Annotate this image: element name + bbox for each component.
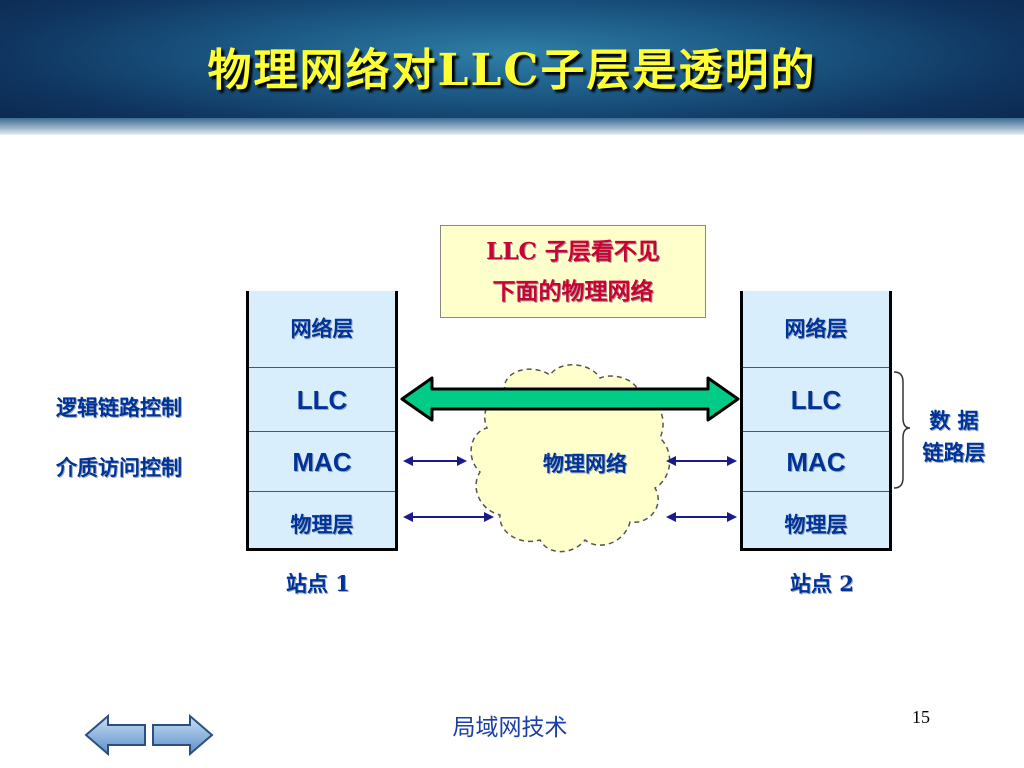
station-2-label: 站点 2 [790,571,854,596]
llc-side-label: 逻辑链路控制 [56,395,182,420]
callout-line-1: LLC 子层看不见 [486,238,660,265]
title-banner [0,0,1024,135]
data-link-label-line-1: 数 据 [929,408,979,433]
physical-network-cloud [470,364,671,553]
data-link-brace [893,371,911,489]
station-2-stack: 网络层 LLC MAC 物理层 [740,291,892,551]
station-2-llc-layer: LLC [790,385,842,415]
station-1-mac-layer: MAC [292,447,352,477]
station-1-physical-layer: 物理层 [290,512,354,537]
data-link-label-line-2: 链路层 [922,440,986,465]
station-1-llc-layer: LLC [296,385,348,415]
arrow-right-nav-icon[interactable] [152,713,214,757]
divider [249,431,395,432]
mac-side-label: 介质访问控制 [56,455,182,480]
cloud-label: 物理网络 [543,451,627,476]
station-2-network-layer: 网络层 [784,316,848,341]
slide-title: 物理网络对LLC子层是透明的 [207,45,817,96]
station-1-network-layer: 网络层 [290,316,354,341]
footer-text: 局域网技术 [452,715,568,741]
page-number: 15 [912,707,930,727]
station-2-mac-layer: MAC [786,447,846,477]
callout-line-2: 下面的物理网络 [492,278,654,305]
station-2-physical-layer: 物理层 [784,512,848,537]
divider [743,491,889,492]
station-1-label: 站点 1 [286,571,350,596]
title-banner-edge [0,118,1024,135]
callout-box: LLC 子层看不见 下面的物理网络 [440,225,706,318]
divider [743,431,889,432]
divider [249,491,395,492]
llc-logical-link-arrow [400,376,740,422]
arrow-left-nav-icon[interactable] [84,713,146,757]
divider [249,367,395,368]
divider [743,367,889,368]
station-1-stack: 网络层 LLC MAC 物理层 [246,291,398,551]
